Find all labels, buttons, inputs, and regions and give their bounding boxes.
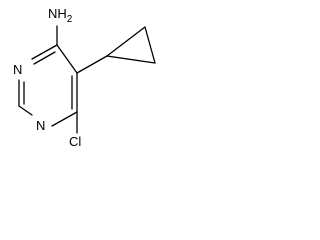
ring-nitrogen-top: N [13,62,22,77]
bond-n1-c6 [51,111,78,127]
structure-diagram: NH2 N N Cl [0,0,184,166]
bond-cyclopropyl-b [144,26,156,64]
bond-cyclopropyl-a [106,26,146,57]
bond-cyclopropyl-c [106,55,156,64]
bond-c5-cyclopropyl [76,55,108,74]
amine-label: NH2 [48,6,73,25]
ring-nitrogen-bottom: N [36,118,45,133]
chemical-structure: NH2 N N Cl [13,6,156,149]
bond-c2-n1 [18,105,33,116]
bond-c5-c4 [56,44,78,74]
chloro-label: Cl [69,134,81,149]
bond-c4-n3-double [33,51,56,65]
bond-c4-n3 [31,44,58,60]
